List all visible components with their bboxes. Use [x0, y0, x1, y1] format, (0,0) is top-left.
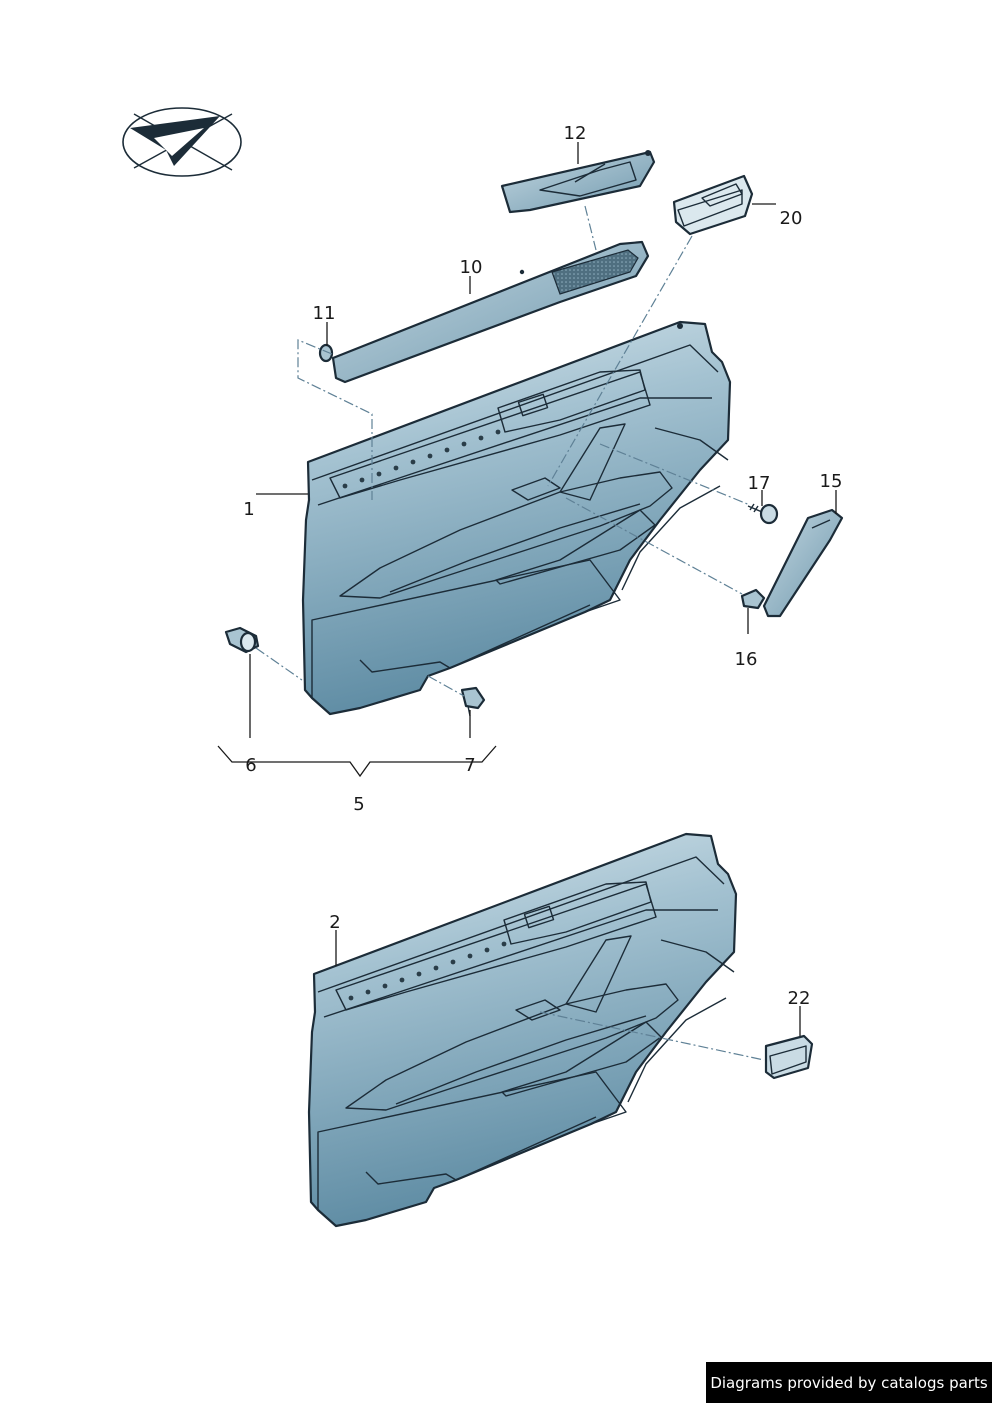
door-panel-lower	[307, 832, 738, 1228]
callout-16: 16	[735, 649, 758, 670]
trim-strip-part-10	[331, 240, 650, 384]
assembly-lines	[255, 205, 765, 1061]
callout-11: 11	[313, 303, 336, 324]
screw-part-17	[747, 503, 779, 525]
clip-part-16	[740, 588, 766, 610]
callout-1: 1	[243, 499, 254, 520]
callout-10: 10	[460, 257, 483, 278]
door-panel-upper	[301, 320, 732, 716]
callout-20: 20	[780, 208, 803, 229]
lower-strip-holes	[348, 941, 507, 1001]
credit-footer: Diagrams provided by catalogs parts	[706, 1362, 992, 1403]
clip-part-11	[318, 343, 334, 363]
upper-strip-holes	[342, 429, 501, 489]
callout-17: 17	[748, 473, 771, 494]
handle-insert-part-12	[500, 150, 656, 214]
callout-15: 15	[820, 471, 843, 492]
window-switch-part-20	[672, 174, 754, 236]
callout-12: 12	[564, 123, 587, 144]
fastener-part-7	[460, 686, 486, 717]
callout-7: 7	[464, 755, 475, 776]
callout-22: 22	[788, 988, 811, 1009]
trim-cover-part-15	[762, 508, 844, 618]
orientation-arrow-icon	[122, 107, 242, 177]
callout-6: 6	[245, 755, 256, 776]
callout-2: 2	[329, 912, 340, 933]
fastener-part-6	[224, 626, 260, 654]
window-switch-part-22	[764, 1034, 814, 1080]
leader-lines	[217, 142, 837, 1036]
callout-labels: 1 2 5 6 7 10 11 12 15 16 17 20 22	[243, 123, 842, 1009]
callout-5: 5	[353, 794, 364, 815]
